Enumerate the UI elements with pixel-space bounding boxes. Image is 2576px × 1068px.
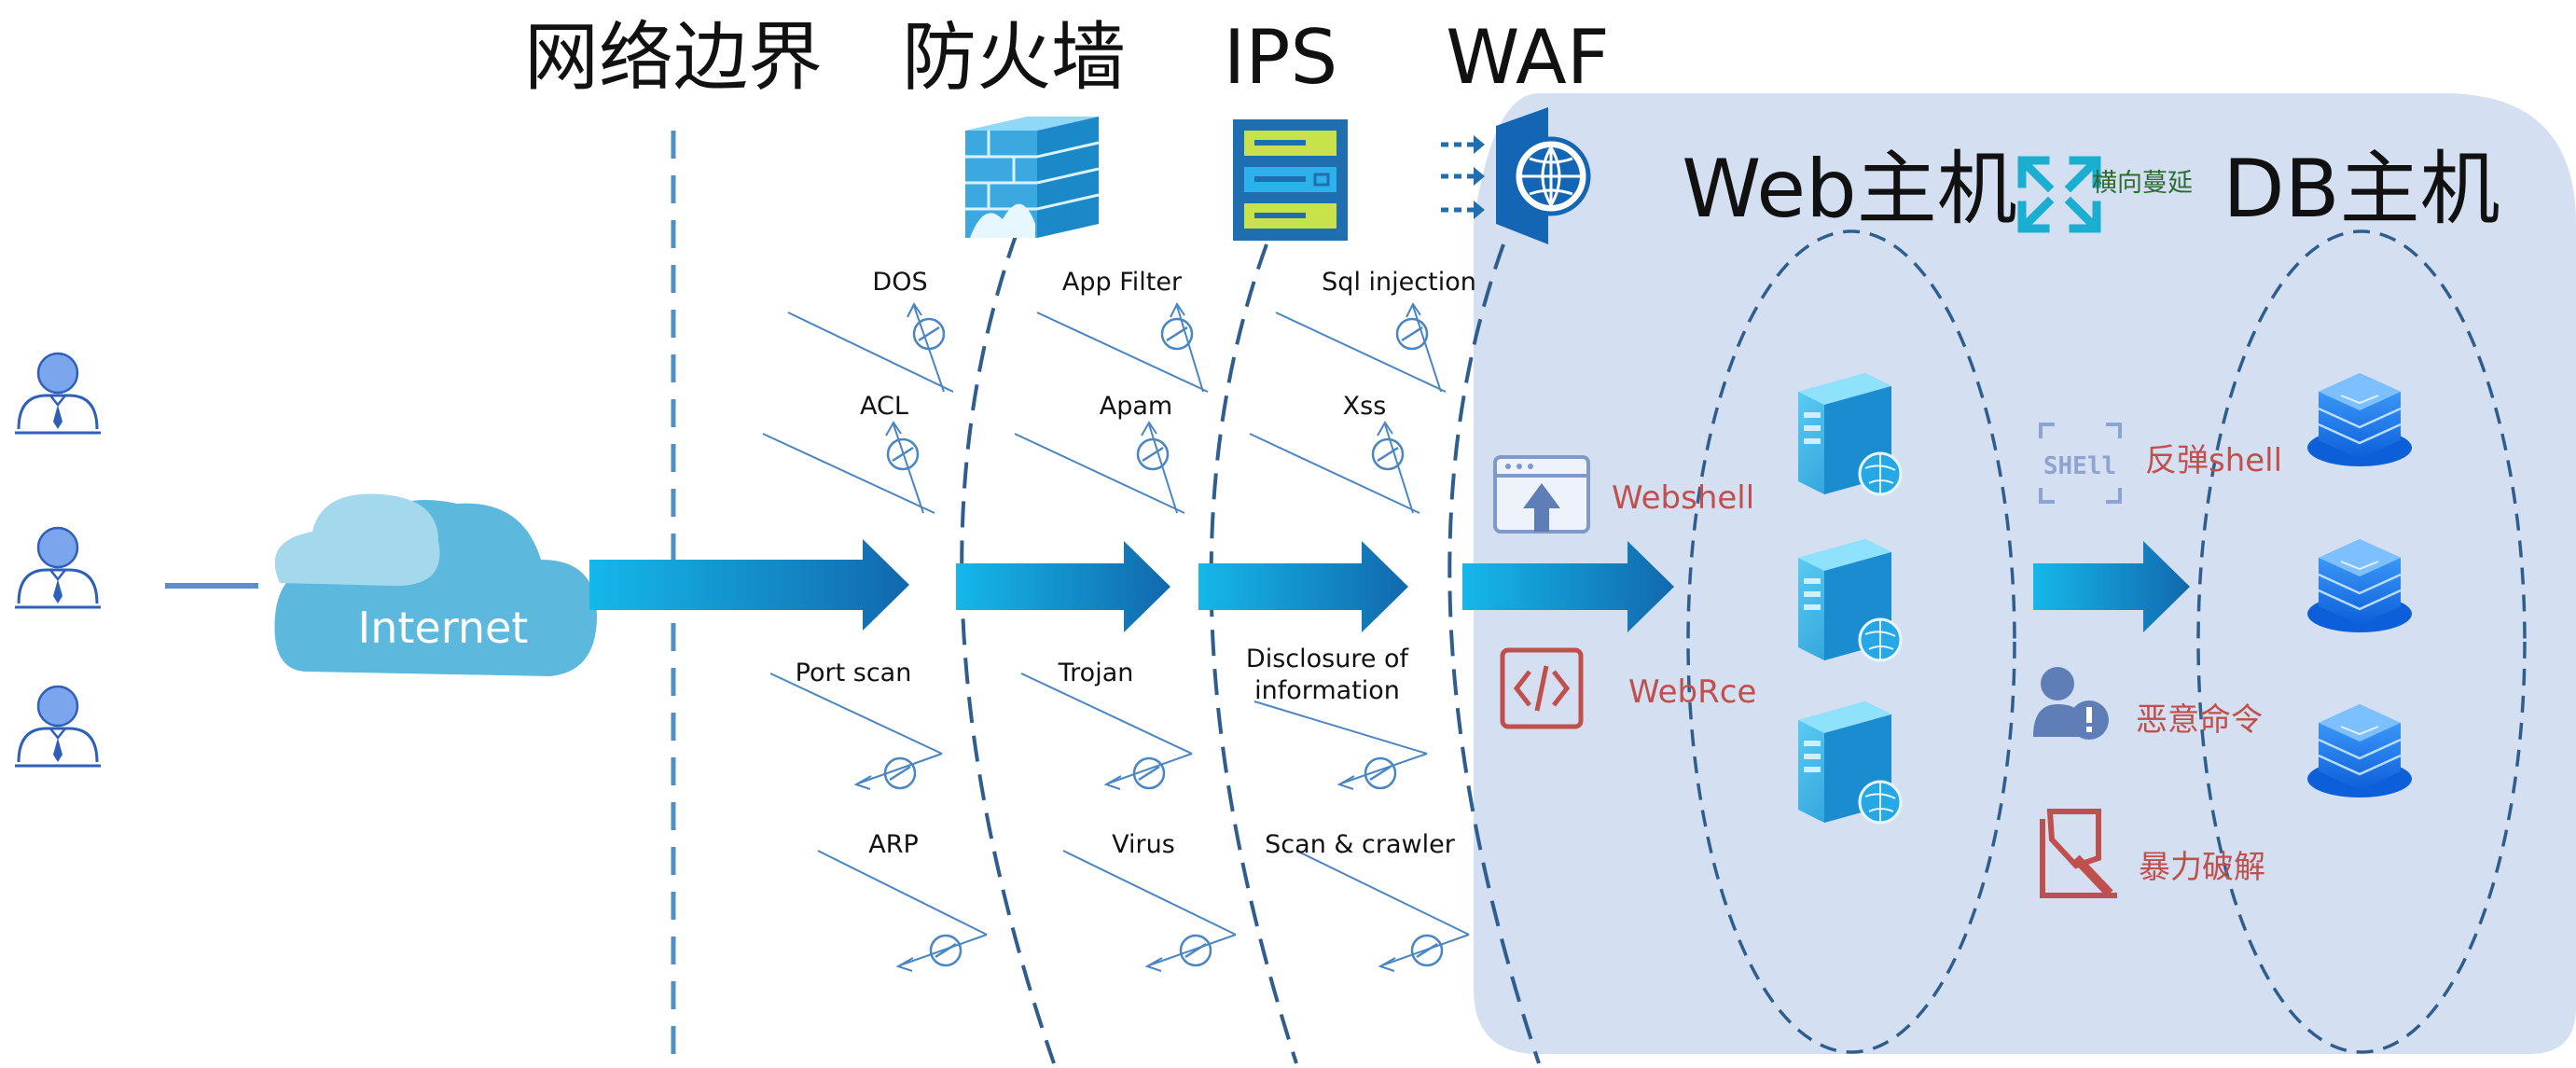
traffic-arrow (589, 539, 909, 631)
web-server-icon (1796, 371, 1903, 496)
internet-label: Internet (357, 603, 529, 653)
attack-label-xss: Xss (1342, 392, 1387, 421)
web-server-icon (1796, 700, 1903, 825)
attack-label-app-filter: App Filter (1061, 268, 1183, 297)
attack-label-disclosure: Disclosure of information (1187, 644, 1467, 707)
firewall-icon (965, 117, 1100, 238)
attack-label-apam: Apam (1099, 392, 1173, 421)
waf-icon (1441, 107, 1591, 244)
disclosure-line2: information (1254, 675, 1400, 705)
webshell-icon (1493, 455, 1590, 534)
ips-title: IPS (1223, 14, 1338, 101)
waf-title: WAF (1446, 14, 1610, 101)
user-icon (13, 352, 103, 435)
web-host-zone (1686, 229, 2016, 1054)
block-icon (929, 934, 963, 967)
brute-force-icon (2040, 809, 2117, 898)
block-icon (1160, 317, 1194, 351)
traffic-arrow (1198, 541, 1408, 632)
protected-zone (1474, 93, 2576, 1054)
web-host-title: Web主机 (1682, 143, 2017, 236)
threat-label-webshell: Webshell (1612, 479, 1755, 517)
db-host-zone (2196, 229, 2527, 1054)
block-icon (1410, 934, 1444, 967)
firewall-layer-line (960, 232, 1056, 1064)
svg-text:SHEll: SHEll (2043, 452, 2116, 480)
code-icon (1500, 647, 1584, 729)
web-server-icon (1796, 537, 1903, 662)
attack-label-arp: ARP (868, 830, 919, 859)
ips-attack-vectors (1014, 302, 1237, 972)
network-boundary-title: 网络边界 (524, 14, 823, 101)
attack-label-sql-injection: Sql injection (1322, 268, 1476, 297)
block-icon (886, 437, 920, 471)
attack-label-acl: ACL (860, 392, 908, 421)
user-alert-icon (2033, 667, 2109, 740)
traffic-arrow (1462, 541, 1674, 632)
block-icon (1136, 437, 1170, 471)
lateral-movement-icon (2017, 156, 2101, 233)
traffic-arrow (956, 541, 1170, 632)
firewall-title: 防火墙 (902, 14, 1126, 101)
internet-cloud-icon (274, 493, 597, 676)
user-icon (13, 526, 103, 609)
attack-label-port-scan: Port scan (795, 659, 912, 687)
threat-label-webrce: WebRce (1628, 673, 1757, 711)
threat-label-malicious-command: 恶意命令 (2136, 701, 2263, 739)
lateral-movement-label: 横向蔓延 (2092, 169, 2193, 198)
attack-label-virus: Virus (1112, 830, 1175, 859)
attack-label-dos: DOS (872, 268, 928, 297)
traffic-arrow (2033, 541, 2190, 632)
ips-icon (1233, 119, 1348, 241)
disclosure-line1: Disclosure of (1245, 645, 1409, 673)
block-icon (1371, 437, 1405, 471)
user-icon (13, 685, 103, 768)
db-host-title: DB主机 (2223, 143, 2500, 236)
shell-icon: SHEll (2039, 423, 2122, 504)
block-icon (1179, 934, 1212, 967)
threat-label-brute-force: 暴力破解 (2139, 849, 2265, 886)
attack-label-scan-crawler: Scan & crawler (1265, 830, 1455, 859)
block-icon (912, 317, 946, 351)
attack-label-trojan: Trojan (1058, 659, 1134, 687)
threat-label-reverse-shell: 反弹shell (2145, 442, 2283, 479)
